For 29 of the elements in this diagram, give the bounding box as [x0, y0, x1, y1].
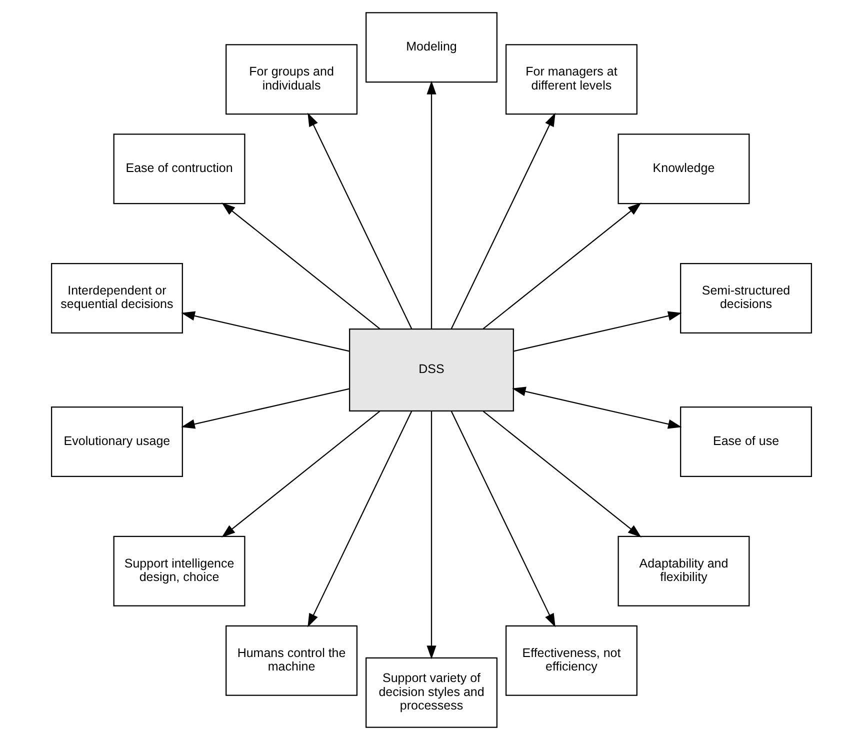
arrow	[426, 80, 436, 329]
node-box: Support intelligence design, choice	[112, 536, 245, 606]
arrow	[450, 410, 555, 628]
node-box: Ease of contruction	[112, 134, 245, 204]
node-box: Semi-structured decisions	[680, 262, 812, 334]
node-box: Adaptability and flexibility	[617, 536, 750, 606]
arrow	[307, 410, 412, 628]
arrow	[512, 386, 682, 429]
node-box: For groups and individuals	[225, 44, 358, 115]
arrow	[450, 112, 555, 330]
node-box: Evolutionary usage	[50, 406, 182, 478]
arrow	[221, 202, 380, 330]
node-box: Humans control the machine	[225, 625, 358, 696]
node-box: For managers at different levels	[504, 44, 637, 115]
arrow	[513, 311, 682, 352]
node-box: Knowledge	[617, 134, 750, 204]
arrow	[426, 411, 436, 660]
arrow	[307, 112, 412, 330]
node-box: Modeling	[365, 12, 497, 83]
node-box: Interdependent or sequential decisions	[50, 262, 182, 334]
node-box: Ease of use	[680, 406, 812, 478]
arrow	[180, 311, 349, 352]
node-box: Effectiveness, not efficiency	[504, 625, 637, 696]
node-box: DSS	[348, 328, 514, 412]
arrow	[180, 388, 349, 429]
arrow	[482, 410, 641, 538]
arrow	[221, 410, 380, 538]
arrow	[482, 202, 641, 330]
node-box: Support variety of decision styles and processess	[365, 657, 497, 728]
